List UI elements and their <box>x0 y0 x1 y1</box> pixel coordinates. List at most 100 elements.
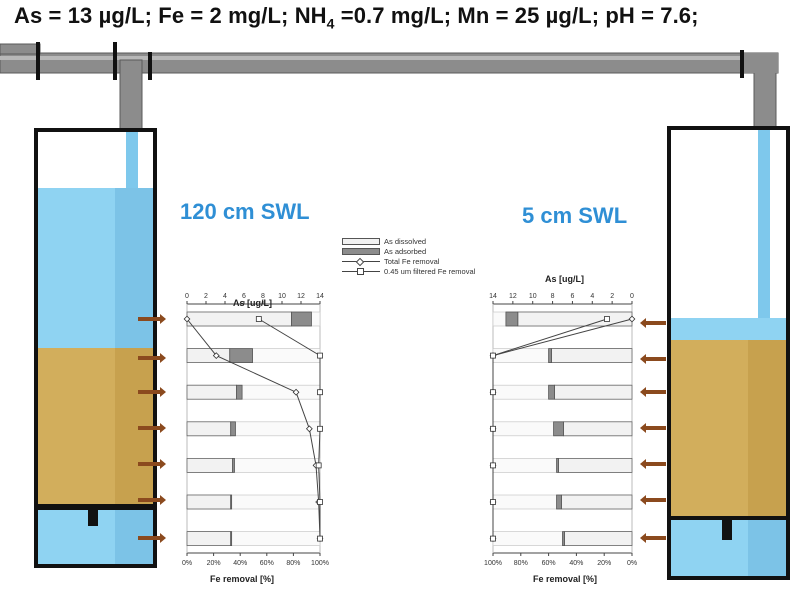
as-dissolved-bar <box>551 348 633 364</box>
left-column-inflow-stream <box>126 130 138 188</box>
left-bottom-axis-title: Fe removal [%] <box>210 574 275 584</box>
sampling-arrow-head <box>160 353 166 363</box>
as-adsorbed-bar <box>291 311 312 327</box>
top-tick-label: 2 <box>204 293 208 300</box>
total-fe-point <box>305 425 313 433</box>
bottom-tick-label: 0% <box>182 560 192 567</box>
top-tick-label: 4 <box>223 293 227 300</box>
right-top-axis-title: As [ug/L] <box>545 274 584 284</box>
manganese-concentration: Mn = 25 µg/L; <box>457 3 606 28</box>
right-column-supernatant-water <box>669 318 788 340</box>
main-pipe-highlight <box>0 56 778 60</box>
as-dissolved-bar <box>558 457 633 473</box>
as-adsorbed-bar <box>235 384 243 400</box>
filtered-fe-point <box>490 352 496 359</box>
bottom-tick-label: 20% <box>207 560 221 567</box>
filtered-fe-point <box>317 535 323 542</box>
as-dissolved-bar <box>186 311 292 327</box>
top-tick-label: 0 <box>185 293 189 300</box>
sampling-arrow-head <box>640 533 646 543</box>
left-top-axis-title: As [ug/L] <box>233 298 272 308</box>
as-dissolved-bar <box>186 531 232 546</box>
as-adsorbed-bar <box>230 494 233 510</box>
legend-item-filtered-fe: 0.45 um filtered Fe removal <box>342 266 475 276</box>
filtered-fe-point <box>317 499 323 505</box>
sampling-arrow-head <box>640 354 646 364</box>
legend-label-dissolved: As dissolved <box>384 236 427 246</box>
legend-label-adsorbed: As adsorbed <box>384 246 427 256</box>
left-filter-column <box>34 128 157 568</box>
bottom-tick-label: 80% <box>286 560 300 567</box>
top-tick-label: 8 <box>261 293 265 300</box>
top-tick-label: 2 <box>610 293 614 300</box>
right-column-top-air <box>669 128 788 318</box>
as-dissolved-bar <box>186 457 233 473</box>
sampling-arrow-head <box>160 423 166 433</box>
right-column-outlet <box>722 518 732 540</box>
as-adsorbed-bar <box>556 494 562 510</box>
filtered-fe-point <box>317 352 323 359</box>
total-fe-point <box>212 352 220 359</box>
sampling-arrow-head <box>640 318 646 328</box>
top-tick-label: 4 <box>590 293 594 300</box>
bottom-tick-label: 40% <box>233 560 247 567</box>
bottom-tick-label: 40% <box>569 560 583 567</box>
top-tick-label: 12 <box>509 293 517 300</box>
as-dissolved-bar <box>563 421 633 437</box>
as-adsorbed-bar <box>556 457 559 473</box>
sampling-arrow-head <box>640 387 646 397</box>
as-adsorbed-bar <box>230 531 233 546</box>
sampling-arrow-head <box>160 387 166 397</box>
legend-item-dissolved: As dissolved <box>342 236 475 246</box>
as-adsorbed-bar <box>553 421 564 437</box>
influent-composition: As = 13 µg/L; Fe = 2 mg/L; NH4 =0.7 mg/L… <box>14 3 798 31</box>
filtered-fe-point <box>490 499 496 505</box>
left-column-outlet <box>88 506 98 526</box>
right-column-underdrain-shade <box>748 520 786 576</box>
filtered-fe-point <box>490 425 496 432</box>
filtered-fe-point <box>317 389 323 396</box>
top-tick-label: 6 <box>242 293 246 300</box>
as-adsorbed-bar <box>229 348 253 364</box>
ammonium-label: NH <box>294 3 327 28</box>
iron-concentration: Fe = 2 mg/L; <box>158 3 295 28</box>
filtered-fe-point <box>604 316 610 322</box>
legend-marker-diamond <box>342 257 380 266</box>
as-dissolved-bar <box>554 384 633 400</box>
chart-legend: As dissolved As adsorbed Total Fe remova… <box>342 236 475 276</box>
filtered-fe-point <box>490 535 496 542</box>
right-swl-label: 5 cm SWL <box>522 203 628 228</box>
pipe-elbow-right <box>740 53 778 73</box>
top-tick-label: 10 <box>278 293 286 300</box>
ammonium-subscript: 4 <box>326 15 335 32</box>
filtered-fe-point <box>490 389 496 396</box>
top-tick-label: 0 <box>630 293 634 300</box>
sampling-arrow-head <box>640 459 646 469</box>
right-filter-column <box>667 126 790 580</box>
ammonium-concentration: =0.7 mg/L; <box>334 3 458 28</box>
as-dissolved-bar <box>186 384 237 400</box>
as-adsorbed-bar <box>232 457 235 473</box>
top-tick-label: 14 <box>489 293 497 300</box>
bottom-tick-label: 80% <box>514 560 528 567</box>
as-adsorbed-bar <box>548 384 555 400</box>
top-tick-label: 14 <box>316 293 324 300</box>
legend-label-filtered-fe: 0.45 um filtered Fe removal <box>384 266 476 276</box>
top-tick-label: 12 <box>297 293 305 300</box>
pipe-network <box>0 42 779 131</box>
filtered-fe-point <box>255 316 262 322</box>
left-swl-label: 120 cm SWL <box>180 199 310 224</box>
sampling-arrow-head <box>160 495 166 505</box>
filtered-fe-point <box>317 425 323 432</box>
filtered-fe-point <box>315 462 322 469</box>
top-tick-label: 8 <box>551 293 555 300</box>
bottom-tick-label: 20% <box>597 560 611 567</box>
legend-label-total-fe: Total Fe removal <box>384 256 440 266</box>
as-dissolved-bar <box>561 494 633 510</box>
bottom-tick-label: 60% <box>260 560 274 567</box>
right-bottom-axis-title: Fe removal [%] <box>533 574 598 584</box>
sampling-arrow-head <box>640 423 646 433</box>
